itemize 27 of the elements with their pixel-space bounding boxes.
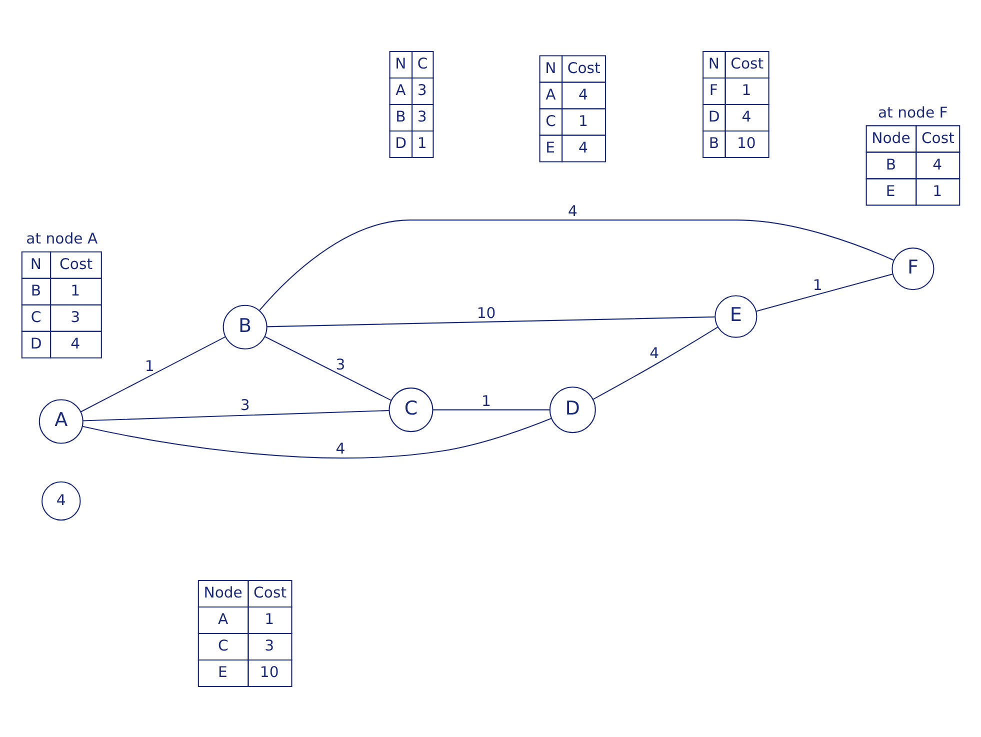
edge-label: 1 (144, 357, 154, 374)
connector (82, 417, 552, 458)
node-label: at node A (26, 230, 98, 248)
connector (259, 219, 894, 310)
connector (592, 326, 718, 400)
node-circle: A (38, 398, 84, 444)
connector (80, 336, 226, 412)
connector (266, 316, 715, 327)
edge-label: 3 (240, 396, 250, 414)
edge-label: 4 (336, 440, 346, 457)
node-circle: 4 (42, 480, 81, 520)
node-circle: F (892, 247, 934, 290)
edge-label: 4 (568, 202, 578, 220)
edge-label: 1 (482, 392, 491, 410)
connector (432, 408, 550, 410)
edge-label: 4 (650, 344, 660, 362)
node-circle: D (549, 386, 596, 433)
node-circle: C (388, 387, 434, 432)
node-circle: B (222, 304, 268, 349)
node-label: at node F (878, 104, 948, 121)
connector (264, 336, 392, 400)
connector (82, 410, 389, 421)
edge-label: 3 (336, 356, 346, 374)
connector (756, 273, 893, 312)
edge-label: 1 (812, 276, 822, 294)
node-circle: E (714, 294, 758, 338)
edge-label: 10 (476, 304, 496, 322)
